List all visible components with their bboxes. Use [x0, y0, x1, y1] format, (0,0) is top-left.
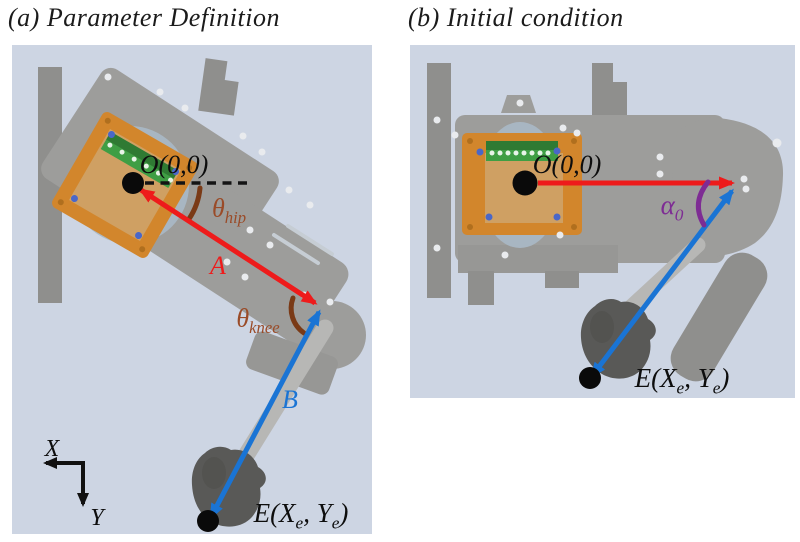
mount-corner-holes	[467, 138, 577, 230]
link-a-label: A	[210, 251, 226, 280]
terminal-block-top	[486, 141, 558, 150]
alpha-zero-label: α0	[660, 190, 684, 225]
upper-bracket-tab	[592, 63, 627, 115]
end-effector-label-b: E(Xe, Ye)	[634, 363, 730, 398]
plate-holes-b	[433, 99, 782, 259]
upper-bracket-tab	[198, 58, 239, 116]
robot-base-a	[38, 58, 366, 527]
vector-b-arrow	[590, 188, 734, 379]
lower-tab-left	[468, 271, 494, 305]
panel-b-title: (b) Initial condition	[408, 3, 624, 32]
panel-a-title: (a) Parameter Definition	[8, 3, 280, 32]
left-bracket-bar	[427, 63, 451, 298]
panel-a-drawing	[38, 58, 366, 532]
panel-b-drawing	[427, 63, 784, 389]
alpha-zero-arc	[695, 179, 711, 228]
theta-knee-label: θknee	[236, 303, 280, 337]
panel-a: O(0,0) θhip A θknee B E(Xe, Ye) X Y	[12, 45, 372, 534]
thigh-lobe	[672, 117, 784, 257]
foot-shading	[590, 311, 614, 343]
foot-shading	[202, 457, 226, 489]
terminal-block-top	[106, 131, 179, 179]
terminal-pins	[489, 150, 551, 156]
y-axis-label: Y	[90, 505, 104, 531]
panel-b: O(0,0) α0 E(Xe, Ye)	[410, 45, 795, 398]
origin-dot	[122, 172, 144, 194]
link-b-label: B	[282, 385, 298, 414]
end-effector-dot	[197, 510, 219, 532]
theta-hip-label: θhip	[211, 193, 247, 227]
plate-lower-edge	[458, 245, 618, 273]
x-axis-label: X	[44, 436, 60, 462]
end-effector-dot	[579, 367, 601, 389]
vector-a-arrow	[138, 187, 318, 306]
origin-dot	[512, 170, 538, 196]
screw-dots	[476, 147, 561, 221]
vector-b-arrow	[208, 309, 322, 520]
coordinate-axes	[43, 457, 89, 507]
origin-label-a: O(0,0)	[139, 150, 209, 179]
lower-tab-right	[545, 271, 579, 288]
end-effector-label-a: E(Xe, Ye)	[253, 498, 349, 533]
origin-label-b: O(0,0)	[532, 150, 602, 179]
